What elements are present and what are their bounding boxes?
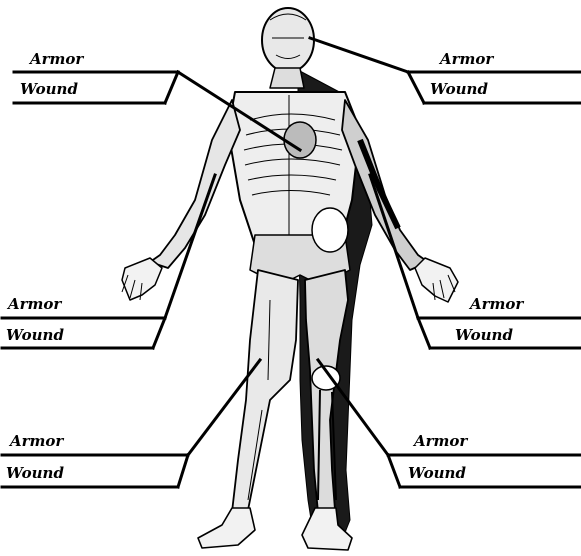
head-armor-label: Armor [440, 50, 493, 68]
left-arm-wound-field[interactable] [520, 324, 578, 346]
left-arm-wound-label: Wound [455, 326, 513, 344]
right-arm-armor-field[interactable] [68, 293, 163, 315]
left-arm-armor-label: Armor [470, 295, 523, 313]
head-pointer [310, 38, 408, 72]
left-leg-wound-field[interactable] [474, 462, 578, 484]
right-leg-armor-label: Armor [10, 432, 63, 450]
left-leg-leader [388, 455, 400, 487]
left-arm-leader [418, 318, 430, 348]
right-arm-wound-field[interactable] [72, 324, 152, 346]
right-leg-leader [178, 455, 188, 487]
right-arm-armor-label: Armor [8, 295, 61, 313]
right-leg-wound-field[interactable] [72, 462, 176, 484]
right-leg-armor-field[interactable] [70, 430, 185, 452]
head-armor-field[interactable] [500, 48, 578, 70]
right-arm-wound-label: Wound [6, 326, 64, 344]
left-leg-armor-field[interactable] [474, 430, 578, 452]
head-wound-field[interactable] [496, 79, 578, 101]
left-leg-wound-label: Wound [408, 464, 466, 482]
head-wound-label: Wound [430, 80, 488, 98]
head-leader [408, 72, 424, 103]
right-arm-leader [153, 318, 165, 348]
right-leg-wound-label: Wound [6, 464, 64, 482]
torso-armor-label: Armor [30, 50, 83, 68]
torso-armor-field[interactable] [90, 48, 175, 70]
left-arm-armor-field[interactable] [530, 293, 578, 315]
left-leg-armor-label: Armor [414, 432, 467, 450]
torso-leader [165, 72, 178, 103]
torso-wound-label: Wound [20, 80, 78, 98]
torso-wound-field[interactable] [85, 79, 163, 101]
